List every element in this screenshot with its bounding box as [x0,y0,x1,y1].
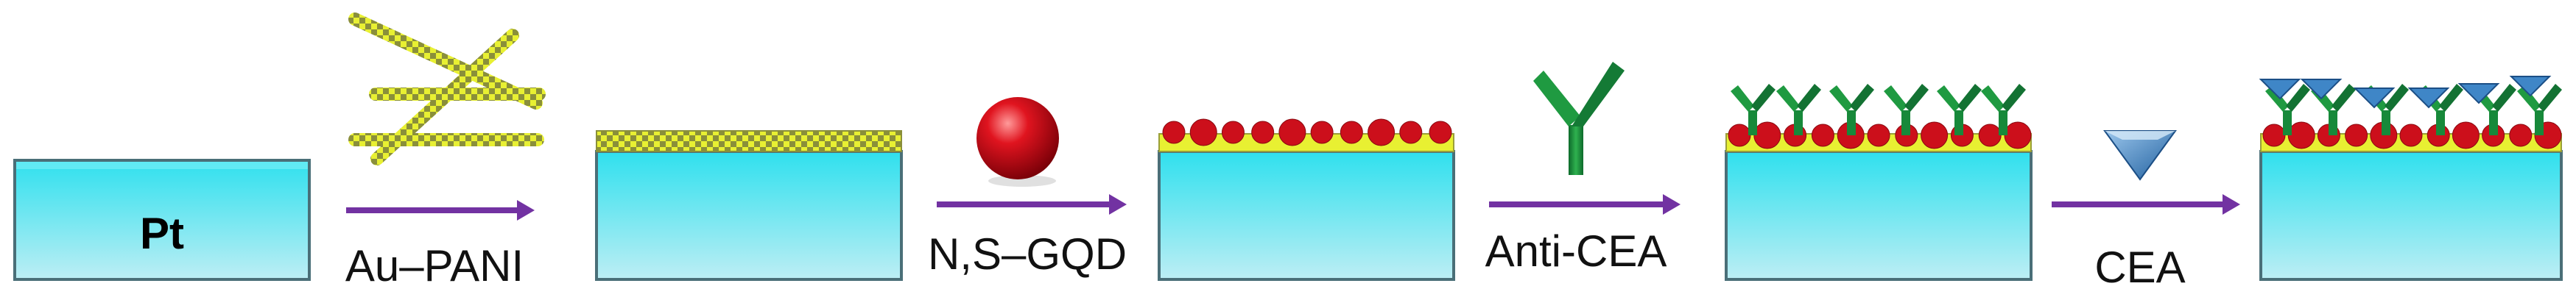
step-label-ns-gqd: N,S–GQD [928,229,1127,279]
immunosensor-electrode [2259,133,2563,281]
gqd-particle [1399,121,1423,144]
arrow-step-4 [2052,194,2240,215]
gqd-particle [2004,121,2032,149]
electrode-label: Pt [140,209,184,258]
gqd-particle [1978,124,2002,147]
cea-antigen [2259,79,2301,100]
antibody [1731,84,1776,135]
gqd-particle [1921,121,1949,149]
arrow-step-1 [346,200,535,221]
antibody-y-icon [1533,62,1625,175]
step-label-au-pani: Au–PANI [345,241,524,290]
gqd-particle [1251,121,1275,144]
cea-antigen [2457,83,2500,104]
antibody [2265,84,2310,135]
step-label-cea: CEA [2094,243,2185,292]
au-pani-nanofiber-icon [348,12,546,165]
cea-antigen-layer [2259,76,2552,109]
gqd-particle [2399,124,2423,147]
cea-antigen [2353,88,2396,109]
gqd-particle [2452,121,2480,149]
au-pani-electrode [595,130,903,281]
gqd-particle-layer [1728,121,2032,149]
red-sphere-icon [976,97,1059,187]
arrow-step-2 [937,194,1127,215]
gqd-particle [2287,121,2315,149]
gqd-particle [1753,121,1781,149]
gqd-particle [1867,124,1890,147]
antibody [1829,84,1874,135]
cea-antigen [2509,76,2552,97]
gqd-particle [1368,118,1396,146]
antibody [1937,84,1982,135]
arrow-step-3 [1489,194,1681,215]
gqd-particle-layer [2262,121,2562,149]
antibody-layer [1731,84,2026,135]
gqd-particle [1278,118,1306,146]
gqd-particle [1340,121,1363,144]
gqd-particle-layer [1162,118,1452,146]
gqd-particle [2262,124,2286,147]
antibody-electrode [1725,133,2033,281]
gqd-particle [1310,121,1334,144]
antibody [2517,84,2562,135]
antibody [1981,84,2026,135]
gqd-particle [1728,124,1751,147]
gqd-particle [2345,124,2368,147]
gqd-particle [2509,124,2533,147]
gqd-particle [1162,121,1186,144]
step-label-anti-cea: Anti-CEA [1485,226,1667,276]
gqd-particle [1189,118,1217,146]
cea-antigen [2300,79,2343,100]
gqd-electrode [1158,133,1455,281]
blue-triangle-icon [2103,130,2177,181]
antibody [1884,84,1929,135]
gqd-particle [1811,124,1834,147]
gqd-particle [1429,121,1452,144]
cea-antigen [2407,88,2450,109]
antibody [1776,84,1821,135]
pt-electrode [13,159,311,281]
gqd-particle [1221,121,1245,144]
